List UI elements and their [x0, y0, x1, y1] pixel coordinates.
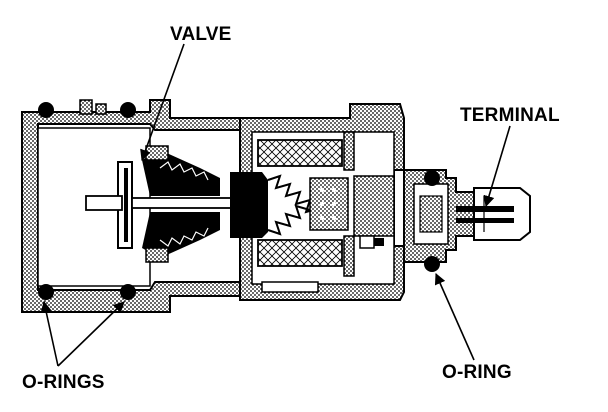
- coil-lower: [257, 239, 343, 267]
- o-ring-top-left: [38, 102, 54, 118]
- electrical-connector: [403, 169, 531, 263]
- label-o-rings: O-RINGS: [22, 372, 105, 393]
- solenoid-body: [230, 103, 405, 301]
- label-o-ring: O-RING: [442, 362, 512, 383]
- leader-terminal: [483, 125, 511, 208]
- o-rings-connector: [424, 170, 440, 272]
- o-ring-bottom-left: [38, 284, 54, 300]
- o-ring-connector-bottom: [424, 256, 440, 272]
- valve-assembly: [85, 145, 253, 263]
- o-ring-connector-top: [424, 170, 440, 186]
- o-ring-top-mid: [120, 102, 136, 118]
- leader-o-ring: [434, 272, 475, 361]
- o-ring-bottom-mid: [120, 284, 136, 300]
- leader-lines: [40, 43, 511, 367]
- coil-upper: [257, 139, 343, 167]
- leader-o-rings-right: [57, 301, 125, 367]
- leader-o-rings-left: [40, 300, 59, 367]
- leader-valve: [140, 43, 185, 162]
- label-valve: VALVE: [170, 24, 232, 45]
- terminal-pin: [456, 206, 514, 212]
- o-rings-housing: [38, 102, 136, 300]
- label-terminal: TERMINAL: [460, 105, 560, 126]
